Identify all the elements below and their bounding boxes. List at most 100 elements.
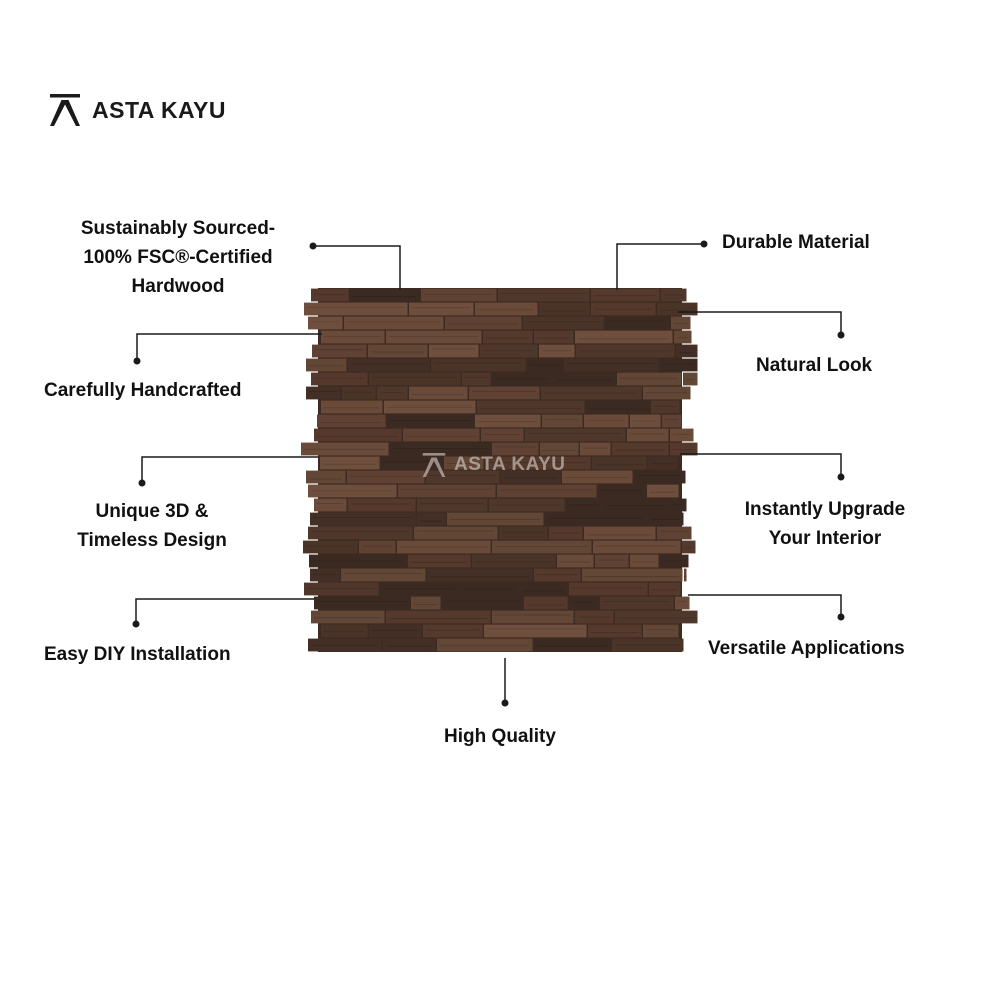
wood-strip [684,568,687,582]
wood-strip [421,288,497,302]
wood-strip [683,372,698,386]
leader-versatile [688,594,842,617]
wood-strip [321,330,385,344]
wood-strip [306,470,346,484]
wood-strip [657,526,692,540]
feature-sustainable-line-1: Sustainably Sourced- [80,218,276,239]
wood-strip [671,316,691,330]
watermark-logo-icon [422,453,446,477]
watermark-text: ASTA KAYU [454,454,566,475]
wood-strip [347,470,425,484]
wood-strip [308,638,382,652]
wood-strip [317,414,386,428]
wood-strip [557,554,594,568]
wood-strip [369,624,422,638]
wood-strip [497,484,597,498]
leader-natural [678,311,842,335]
wood-strip [462,372,491,386]
wood-strip [304,582,379,596]
wood-strip [682,540,696,554]
wood-strip [660,358,698,372]
wood-strip [411,596,441,610]
wood-strip [534,330,574,344]
wood-strip [554,372,616,386]
wood-strip [306,386,341,400]
wood-strip [591,302,656,316]
wood-strip [408,554,471,568]
wood-strip [523,316,604,330]
wood-strip [605,316,670,330]
wood-strip [384,400,476,414]
wood-strip [588,624,642,638]
wood-strip [643,386,691,400]
wood-strip [350,288,420,302]
wood-strip [647,484,679,498]
wood-strip [534,568,581,582]
wood-strip [649,582,681,596]
wood-strip [499,526,548,540]
dot-handcrafted [133,357,141,365]
feature-handcrafted: Carefully Handcrafted [44,380,242,401]
wood-strip [344,316,444,330]
wood-strip [492,610,574,624]
wood-strip [390,442,491,456]
dot-design [138,479,146,487]
wood-strip [593,540,681,554]
wood-strip [584,414,629,428]
wood-strip [403,428,480,442]
wood-strip [314,596,410,610]
wood-strip [359,540,396,554]
watermark: ASTA KAYU [422,453,565,477]
wood-strip [481,428,524,442]
wood-strip [417,498,488,512]
wood-strip [480,344,538,358]
wood-strip [492,540,592,554]
wood-strip [541,386,642,400]
wood-strip [648,456,678,470]
wood-strip [576,344,675,358]
wood-strip [492,372,553,386]
wood-strip [310,512,416,526]
dot-sustainable [309,242,317,250]
wood-strip [592,456,647,470]
dot-versatile [837,613,845,621]
feature-upgrade-line-2: Your Interior [768,528,882,549]
dot-durable [700,240,708,248]
wood-strip [582,568,683,582]
wood-strip [675,596,690,610]
wood-strip [380,582,459,596]
dot-upgrade [837,473,845,481]
wood-strip [368,344,428,358]
wood-strip [429,344,479,358]
wood-strip [308,316,343,330]
wood-strip [584,526,656,540]
wood-strip [311,610,385,624]
wood-strip [660,554,689,568]
wood-strip [627,428,669,442]
wood-strip [377,386,408,400]
wood-strip [417,512,446,526]
wood-strip [498,288,590,302]
wood-strip [586,400,650,414]
wood-strip [540,442,579,456]
wood-strip [477,400,585,414]
feature-installation: Easy DIY Installation [44,644,231,665]
leader-handcrafted [136,333,322,361]
wood-strip [414,526,498,540]
wood-strip [651,400,680,414]
wood-strip [615,610,698,624]
wood-strip [670,442,698,456]
wood-strip [303,540,358,554]
wood-strip [306,358,347,372]
dot-quality [501,699,509,707]
leader-installation [135,598,314,624]
leader-upgrade [680,453,842,477]
wood-strip [657,302,698,316]
feature-upgrade-line-1: Instantly Upgrade [744,499,906,520]
wood-strip [489,498,565,512]
wood-strip [485,456,591,470]
wood-strip [342,386,376,400]
wood-strip [310,568,340,582]
feature-quality: High Quality [444,726,556,747]
wood-strip [442,596,523,610]
